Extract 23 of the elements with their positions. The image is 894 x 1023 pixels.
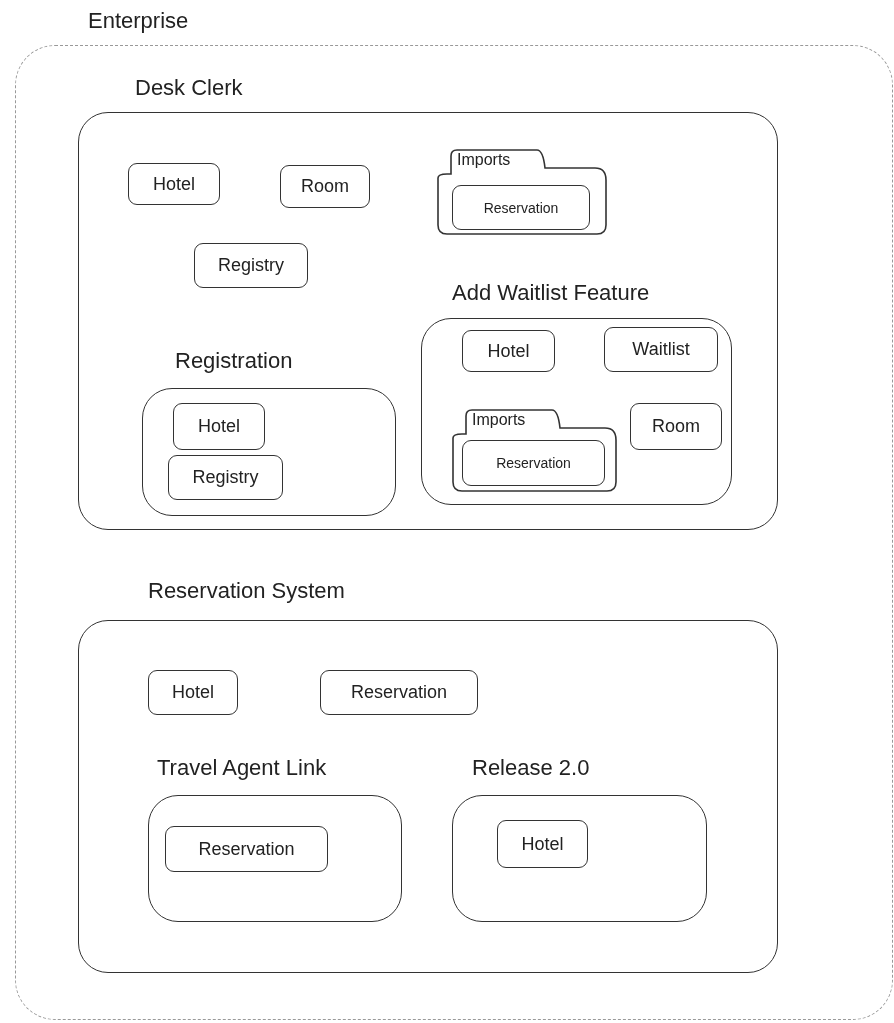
class-box: Waitlist — [604, 327, 718, 372]
container-heading: Travel Agent Link — [157, 755, 327, 781]
class-box: Registry — [168, 455, 283, 500]
class-box: Hotel — [462, 330, 555, 372]
class-box: Reservation — [165, 826, 328, 872]
container-heading: Desk Clerk — [135, 75, 243, 101]
class-box: Room — [280, 165, 370, 208]
class-box: Hotel — [148, 670, 238, 715]
class-box: Hotel — [173, 403, 265, 450]
container-heading: Release 2.0 — [472, 755, 590, 781]
container-heading: Reservation System — [148, 578, 345, 604]
class-box: Reservation — [452, 185, 590, 230]
package-label: Imports — [472, 411, 526, 429]
container-heading: Registration — [175, 348, 293, 374]
container-heading: Add Waitlist Feature — [452, 280, 650, 306]
package-label: Imports — [457, 151, 511, 169]
class-box: Reservation — [320, 670, 478, 715]
class-box: Hotel — [128, 163, 220, 205]
container-heading: Enterprise — [88, 8, 189, 34]
class-box: Hotel — [497, 820, 588, 868]
class-box: Reservation — [462, 440, 605, 486]
class-box: Registry — [194, 243, 308, 288]
class-box: Room — [630, 403, 722, 450]
